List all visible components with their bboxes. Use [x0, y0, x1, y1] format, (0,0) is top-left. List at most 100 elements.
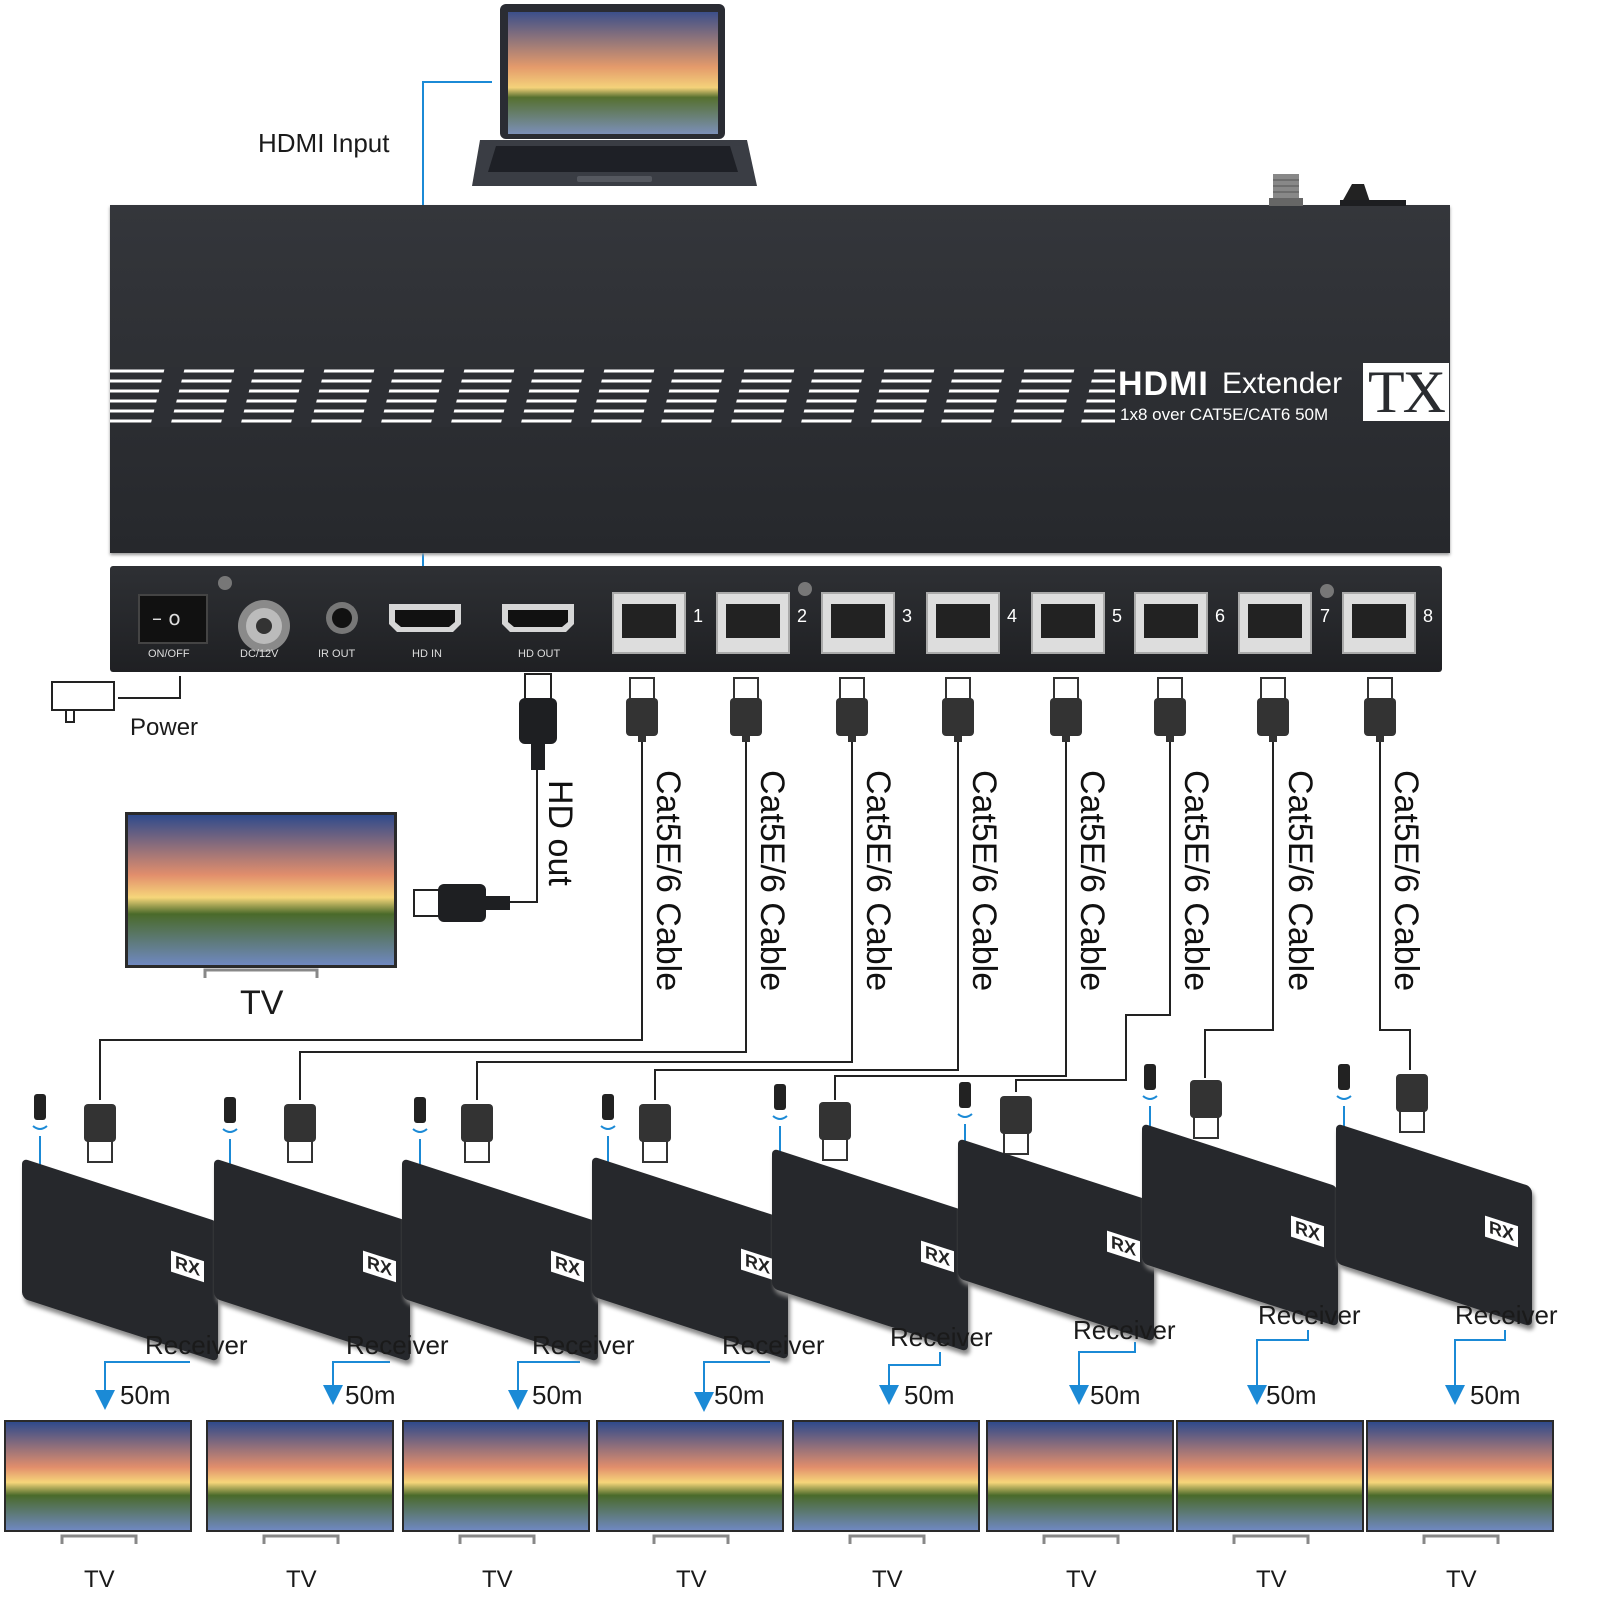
rj45-plug-icon: [1154, 677, 1186, 742]
ir-sensor-icon: [1340, 184, 1406, 206]
rx-badge: RX: [1290, 1215, 1324, 1248]
rx-badge: RX: [362, 1250, 396, 1283]
receiver-label: Receiver: [1455, 1300, 1558, 1330]
distance-label: 50m: [1266, 1380, 1317, 1410]
rj45-port-5[interactable]: [1031, 592, 1105, 654]
tv-icon: [596, 1420, 784, 1544]
rj45-plug-icon: [942, 677, 974, 742]
port-number: 4: [1007, 606, 1018, 626]
distance-label: 50m: [714, 1380, 765, 1410]
distance-label: 50m: [904, 1380, 955, 1410]
ir-remote-icon: [32, 1094, 48, 1168]
hd-out-line: [510, 770, 538, 903]
device-title: Extender: [1222, 367, 1343, 400]
rx-badge: RX: [170, 1250, 204, 1283]
rx-arrow-3: [508, 1361, 580, 1410]
tv-label: TV: [240, 984, 284, 1022]
power-cord-line: [118, 676, 181, 699]
power-adapter-icon: [51, 681, 115, 723]
rx-badge: RX: [550, 1250, 584, 1283]
ir-remote-icon: [772, 1084, 788, 1158]
stripe-decoration: [110, 367, 1115, 427]
rj45-plug-icon: [1050, 677, 1082, 742]
rj45-plug-icon: [730, 677, 762, 742]
rx-arrow-2: [323, 1361, 390, 1405]
rj45-port-3[interactable]: [821, 592, 895, 654]
cable-label: Cat5E/6 Cable: [1073, 770, 1111, 992]
hd-out-label: HD OUT: [518, 648, 561, 660]
screw-icon: [1320, 584, 1334, 598]
ir-out-label: IR OUT: [318, 648, 356, 660]
port-number: 2: [797, 606, 808, 626]
rj45-plug-icon: [819, 1102, 851, 1161]
port-number: 1: [693, 606, 704, 626]
device-subtitle: 1x8 over CAT5E/CAT6 50M: [1120, 405, 1329, 424]
dc-label: DC/12V: [240, 648, 279, 660]
hd-out-port-icon[interactable]: [498, 600, 578, 636]
rj45-plug-icon: [284, 1104, 316, 1163]
tv-label: TV: [1446, 1566, 1477, 1593]
screw-icon: [218, 576, 232, 590]
rj45-plug-icon: [626, 677, 658, 742]
rx-arrow-7: [1247, 1330, 1309, 1405]
rx-arrow-8: [1445, 1330, 1506, 1405]
hdmi-input-label: HDMI Input: [258, 128, 390, 158]
rj45-plug-icon: [1257, 677, 1289, 742]
distance-label: 50m: [532, 1380, 583, 1410]
rx-arrow-1: [95, 1361, 190, 1410]
receiver-label: Receiver: [145, 1330, 248, 1360]
rj45-port-1[interactable]: [612, 592, 686, 654]
distance-label: 50m: [1090, 1380, 1141, 1410]
tx-rear-panel: – o ON/OFF DC/12V IR OUT HD IN HD OUT: [110, 566, 1442, 672]
screw-icon: [798, 582, 812, 596]
hd-in-label: HD IN: [412, 648, 442, 660]
antenna-connector-icon: [1269, 174, 1303, 206]
device-brand: HDMI: [1118, 365, 1209, 403]
cable-label: Cat5E/6 Cable: [649, 770, 687, 992]
receiver-label: Receiver: [1073, 1315, 1176, 1345]
rj45-port-4[interactable]: [926, 592, 1000, 654]
cable-route-5: [834, 740, 1067, 1100]
power-label: Power: [130, 714, 199, 741]
receiver-label: Receiver: [532, 1330, 635, 1360]
port-number: 3: [902, 606, 913, 626]
tv-label: TV: [676, 1566, 707, 1593]
rx-arrow-5: [879, 1352, 941, 1405]
ir-remote-icon: [600, 1094, 616, 1168]
rj45-plug-icon: [84, 1104, 116, 1163]
rj45-plug-icon: [1000, 1096, 1032, 1155]
rj45-port-2[interactable]: [716, 592, 790, 654]
cable-route-1: [99, 740, 643, 1100]
receiver-label: Receiver: [1258, 1300, 1361, 1330]
tx-device-top: HDMI Extender 1x8 over CAT5E/CAT6 50M TX: [110, 205, 1450, 553]
port-number: 6: [1215, 606, 1226, 626]
tv-icon: [125, 812, 397, 978]
cable-label: Cat5E/6 Cable: [753, 770, 791, 992]
rj45-plug-icon: [1364, 677, 1396, 742]
dc-jack-icon[interactable]: [234, 596, 294, 656]
cable-route-4: [654, 740, 959, 1100]
tv-label: TV: [482, 1566, 513, 1593]
port-number: 7: [1320, 606, 1331, 626]
cable-label: Cat5E/6 Cable: [1387, 770, 1425, 992]
hd-in-port-icon[interactable]: [385, 600, 465, 636]
cable-label: Cat5E/6 Cable: [1177, 770, 1215, 992]
cable-route-6: [1015, 740, 1171, 1092]
tv-icon: [1176, 1420, 1364, 1544]
rj45-plug-icon: [836, 677, 868, 742]
cable-label: Cat5E/6 Cable: [1281, 770, 1319, 992]
distance-label: 50m: [120, 1380, 171, 1410]
port-number: 8: [1423, 606, 1434, 626]
tv-icon: [986, 1420, 1174, 1544]
rj45-port-6[interactable]: [1134, 592, 1208, 654]
rj45-plug-icon: [639, 1104, 671, 1163]
receiver-label: Receiver: [346, 1330, 449, 1360]
rj45-port-8[interactable]: [1342, 592, 1416, 654]
ir-out-jack-icon[interactable]: [322, 598, 362, 638]
power-switch[interactable]: – o: [138, 594, 208, 644]
rx-arrow-6: [1069, 1342, 1136, 1405]
tv-icon: [4, 1420, 192, 1544]
rj45-port-7[interactable]: [1238, 592, 1312, 654]
receiver-label: Receiver: [722, 1330, 825, 1360]
